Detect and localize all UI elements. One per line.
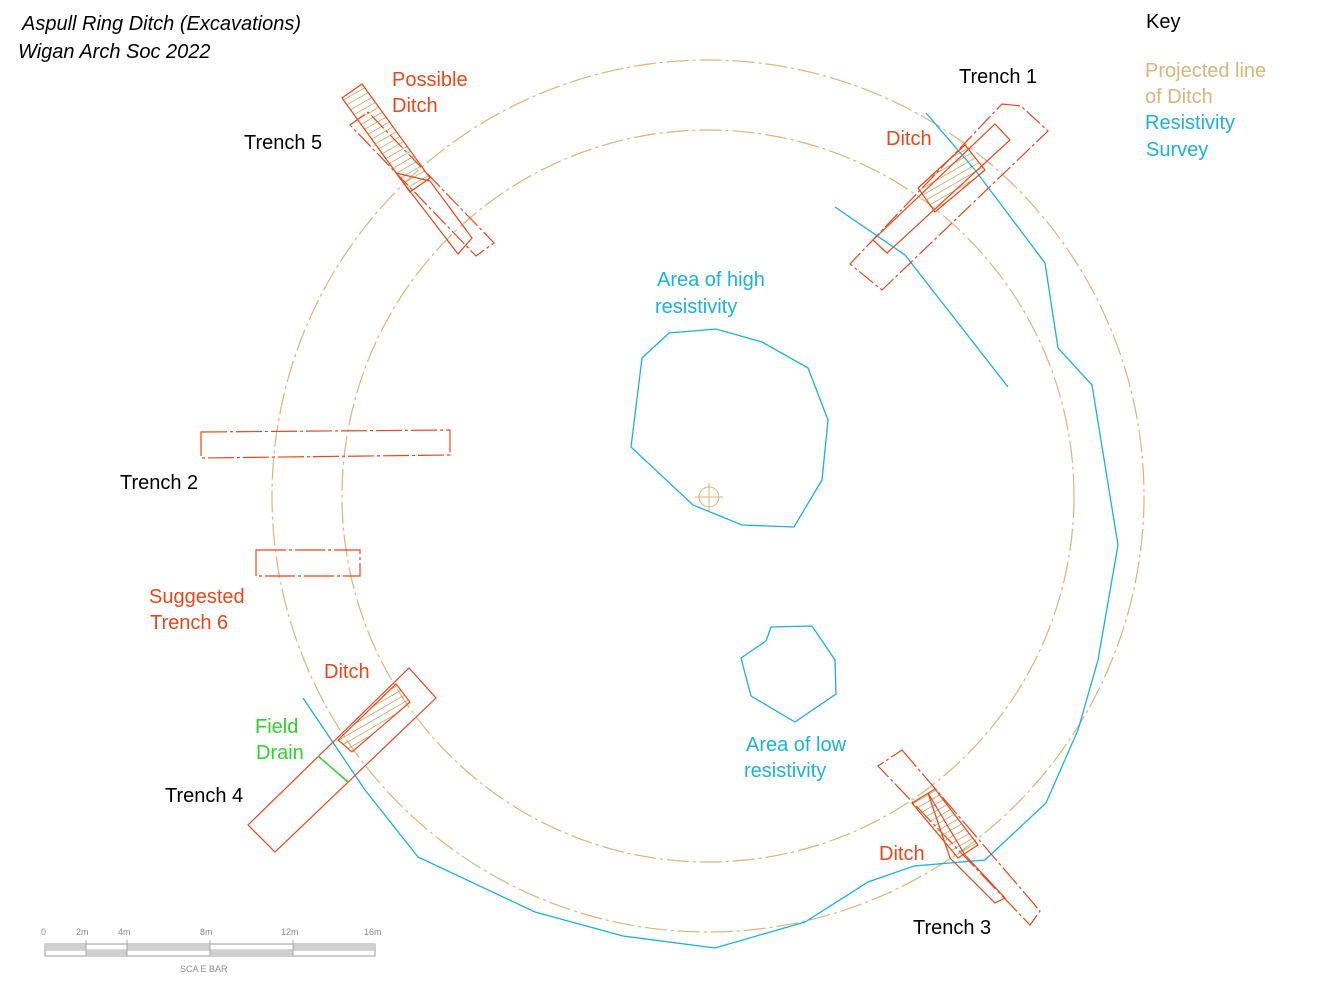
trench-2	[200, 429, 451, 459]
label-possible-ditch-1: Possible	[392, 69, 468, 91]
scale-tick-16m: 16m	[364, 927, 382, 937]
label-possible-ditch-2: Ditch	[392, 95, 438, 117]
scale-tick-8m: 8m	[200, 927, 213, 937]
label-trench-5: Trench 5	[244, 132, 322, 154]
plan-subtitle: Wigan Arch Soc 2022	[18, 41, 211, 63]
label-ditch-trench-1: Ditch	[886, 128, 932, 150]
key-resistivity-1: Resistivity	[1145, 112, 1235, 134]
low-resistivity-area	[740, 625, 837, 723]
key-projected-line-2: of Ditch	[1145, 86, 1213, 108]
trench-1	[849, 103, 1049, 291]
scale-tick-0: 0	[41, 927, 46, 937]
high-resistivity-area	[630, 328, 829, 528]
label-ditch-trench-4: Ditch	[324, 661, 370, 683]
trench-3	[877, 749, 1041, 926]
centre-marker	[695, 483, 723, 511]
label-field-drain-1: Field	[255, 716, 298, 738]
scale-tick-2m: 2m	[76, 927, 89, 937]
key-projected-line-1: Projected line	[1145, 60, 1266, 82]
label-trench-2: Trench 2	[120, 472, 198, 494]
trench-5	[341, 83, 495, 257]
label-trench-4: Trench 4	[165, 785, 243, 807]
plan-title: Aspull Ring Ditch (Excavations)	[21, 13, 301, 35]
label-high-res-2: resistivity	[655, 296, 737, 318]
key-resistivity-2: Survey	[1146, 139, 1208, 161]
scale-caption: SCA E BAR	[180, 964, 228, 974]
projected-ditch-inner	[341, 129, 1075, 863]
label-field-drain-2: Drain	[256, 742, 304, 764]
label-trench-3: Trench 3	[913, 917, 991, 939]
key-heading: Key	[1146, 11, 1180, 33]
scale-bar: 0 2m 4m 8m 12m 16m SCA E BAR	[41, 927, 382, 974]
label-suggested-2: Trench 6	[150, 612, 228, 634]
scale-tick-12m: 12m	[281, 927, 299, 937]
suggested-trench-6	[255, 549, 361, 577]
projected-ditch-outer	[271, 59, 1145, 933]
label-ditch-trench-3: Ditch	[879, 843, 925, 865]
label-low-res-1: Area of low	[746, 734, 847, 756]
label-high-res-1: Area of high	[657, 269, 765, 291]
label-trench-1: Trench 1	[959, 66, 1037, 88]
label-suggested-1: Suggested	[149, 586, 245, 608]
scale-tick-4m: 4m	[118, 927, 131, 937]
label-low-res-2: resistivity	[744, 760, 826, 782]
resistivity-survey-line-outer	[302, 112, 1119, 949]
trench-4	[247, 667, 437, 853]
resistivity-survey-line-inner	[834, 206, 1009, 388]
